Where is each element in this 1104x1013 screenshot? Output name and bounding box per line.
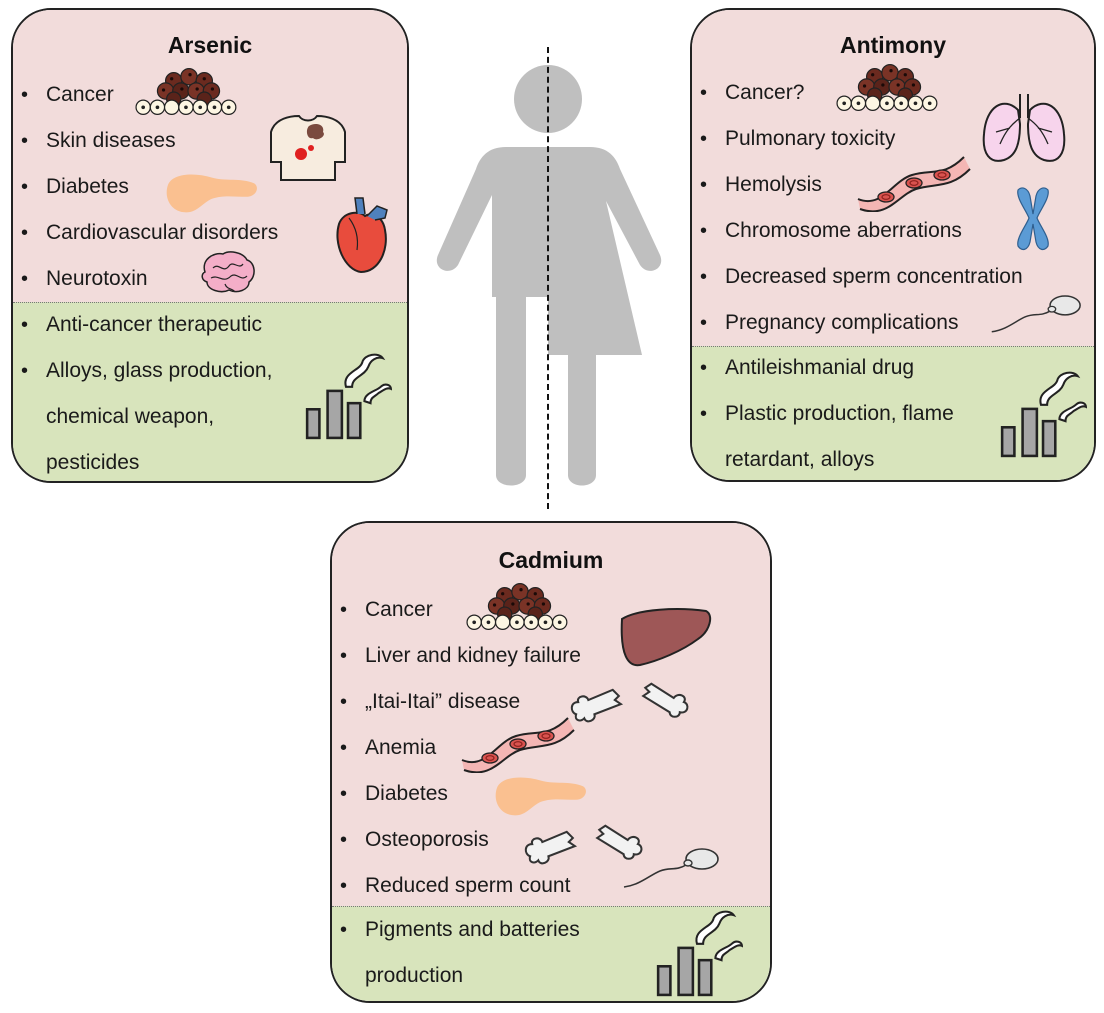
- factory-icon: [301, 350, 393, 442]
- tumor-cells-icon: [834, 62, 946, 114]
- human-silhouette-icon: [436, 65, 662, 486]
- chromosome-icon: [1017, 187, 1049, 251]
- antimony-uses-list: Antileishmanial drug Plastic production,…: [692, 345, 992, 480]
- list-item: Hemolysis: [692, 162, 1072, 208]
- gender-divider-line: [547, 47, 549, 509]
- factory-icon: [996, 368, 1088, 460]
- list-item: Neurotoxin: [13, 256, 313, 302]
- list-item: Pregnancy complications: [692, 300, 1072, 346]
- list-item: Pigments and batteries production: [332, 907, 622, 999]
- brain-icon: [201, 251, 255, 293]
- list-item: Anemia: [332, 725, 632, 771]
- lungs-icon: [982, 94, 1066, 162]
- broken-bone-icon: [568, 673, 690, 725]
- list-item: Cancer?: [692, 70, 1072, 116]
- blood-vessel-icon: [852, 150, 972, 212]
- blood-vessel-icon: [456, 711, 576, 773]
- list-item: Skin diseases: [13, 118, 313, 164]
- heart-icon: [336, 197, 388, 274]
- cadmium-panel: Cadmium Cancer Liver and kidney failure …: [330, 521, 772, 1003]
- list-item: Reduced sperm count: [332, 863, 632, 909]
- cadmium-uses-list: Pigments and batteries production: [332, 907, 622, 999]
- list-item: Anti-cancer therapeutic: [13, 302, 303, 348]
- list-item: Cardiovascular disorders: [13, 210, 313, 256]
- tumor-cells-icon: [133, 66, 245, 118]
- list-item: Liver and kidney failure: [332, 633, 632, 679]
- list-item: Plastic production, flame retardant, all…: [692, 391, 992, 480]
- list-item: Alloys, glass production, chemical weapo…: [13, 348, 303, 481]
- liver-icon: [620, 608, 712, 667]
- cadmium-effects-list: Cancer Liver and kidney failure „Itai-It…: [332, 587, 632, 909]
- arsenic-title: Arsenic: [167, 32, 253, 58]
- list-item: Osteoporosis: [332, 817, 632, 863]
- pancreas-icon: [163, 168, 261, 216]
- list-item: Diabetes: [332, 771, 632, 817]
- tumor-cells-icon: [464, 581, 576, 633]
- list-item: Decreased sperm concentration: [692, 254, 1072, 300]
- list-item: Cancer: [332, 587, 632, 633]
- antimony-panel: Antimony Cancer? Pulmonary toxicity Hemo…: [690, 8, 1096, 482]
- arsenic-effects-list: Cancer Skin diseases Diabetes Cardiovasc…: [13, 72, 313, 302]
- pancreas-icon: [492, 771, 590, 819]
- list-item: Diabetes: [13, 164, 313, 210]
- antimony-effects-list: Cancer? Pulmonary toxicity Hemolysis Chr…: [692, 70, 1072, 346]
- list-item: Antileishmanial drug: [692, 345, 992, 391]
- list-item: „Itai-Itai” disease: [332, 679, 632, 725]
- list-item: Pulmonary toxicity: [692, 116, 1072, 162]
- sperm-icon: [620, 841, 720, 891]
- list-item: Chromosome aberrations: [692, 208, 1072, 254]
- list-item: Cancer: [13, 72, 313, 118]
- antimony-title: Antimony: [839, 32, 947, 58]
- cadmium-title: Cadmium: [498, 547, 604, 573]
- skin-lesion-torso-icon: [270, 114, 346, 181]
- sperm-icon: [988, 288, 1082, 336]
- arsenic-uses-list: Anti-cancer therapeutic Alloys, glass pr…: [13, 302, 303, 481]
- factory-icon: [652, 907, 744, 999]
- arsenic-panel: Arsenic Cancer Skin diseases Diabetes Ca…: [11, 8, 409, 483]
